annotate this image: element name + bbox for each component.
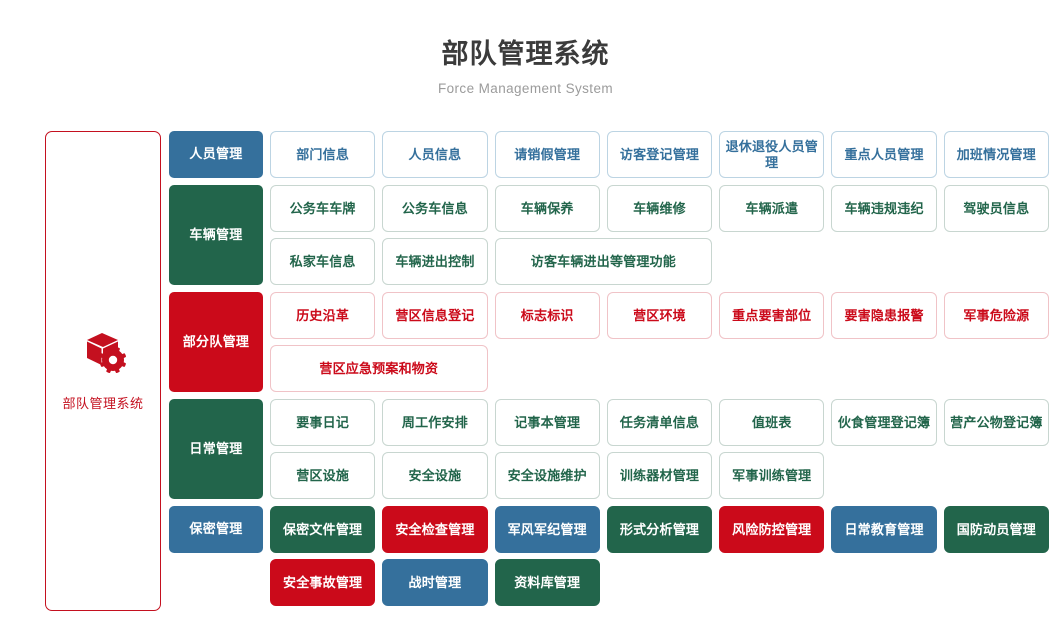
module-button[interactable]: 任务清单信息 [606,399,713,446]
module-button[interactable]: 安全设施 [382,452,488,499]
section-rows: 要事日记周工作安排记事本管理任务清单信息值班表伙食管理登记簿营产公物登记簿营区设… [270,399,1049,499]
box-gear-icon [78,330,128,381]
module-button[interactable]: 资料库管理 [494,559,600,606]
sidebar[interactable]: 部队管理系统 [45,131,161,611]
module-row: 营区设施安全设施安全设施维护训练器材管理军事训练管理 [270,452,1049,499]
module-button[interactable]: 记事本管理 [494,399,600,446]
category-button[interactable]: 保密管理 [169,506,263,553]
category-button[interactable]: 部分队管理 [169,292,263,392]
module-button[interactable]: 形式分析管理 [606,506,713,553]
module-button[interactable]: 安全设施维护 [494,452,600,499]
module-button[interactable]: 营区信息登记 [382,292,488,339]
module-button[interactable]: 车辆维修 [606,185,713,232]
module-button[interactable]: 军事危险源 [943,292,1049,339]
module-button[interactable]: 营区设施 [270,452,376,499]
module-button[interactable]: 公务车车牌 [270,185,376,232]
module-section: 车辆管理公务车车牌公务车信息车辆保养车辆维修车辆派遣车辆违规违纪驾驶员信息私家车… [169,185,1049,285]
page-title: 部队管理系统 [441,39,610,69]
module-button[interactable]: 重点要害部位 [719,292,825,339]
module-button[interactable]: 重点人员管理 [831,131,937,178]
section-rows: 公务车车牌公务车信息车辆保养车辆维修车辆派遣车辆违规违纪驾驶员信息私家车信息车辆… [270,185,1049,285]
sidebar-label: 部队管理系统 [62,396,144,411]
module-button[interactable]: 历史沿革 [270,292,376,339]
module-button[interactable]: 人员信息 [382,131,488,178]
module-button[interactable]: 访客车辆进出等管理功能 [494,238,713,285]
module-row: 要事日记周工作安排记事本管理任务清单信息值班表伙食管理登记簿营产公物登记簿 [270,399,1049,446]
module-button[interactable]: 战时管理 [382,559,488,606]
module-row: 公务车车牌公务车信息车辆保养车辆维修车辆派遣车辆违规违纪驾驶员信息 [270,185,1049,232]
module-button[interactable]: 要事日记 [270,399,376,446]
module-button[interactable]: 军风军纪管理 [494,506,600,553]
module-grid: 人员管理部门信息人员信息请销假管理访客登记管理退休退役人员管理重点人员管理加班情… [169,131,1049,613]
module-button[interactable]: 请销假管理 [494,131,600,178]
module-section: 部分队管理历史沿革营区信息登记标志标识营区环境重点要害部位要害隐患报警军事危险源… [169,292,1049,392]
module-row: 部门信息人员信息请销假管理访客登记管理退休退役人员管理重点人员管理加班情况管理 [270,131,1049,178]
module-button[interactable]: 国防动员管理 [943,506,1049,553]
category-button[interactable]: 人员管理 [169,131,263,178]
page-subtitle: Force Management System [437,80,614,96]
module-section: 日常管理要事日记周工作安排记事本管理任务清单信息值班表伙食管理登记簿营产公物登记… [169,399,1049,499]
page-header: 部队管理系统 Force Management System [0,0,1051,96]
module-button[interactable]: 退休退役人员管理 [719,131,825,178]
module-button[interactable]: 要害隐患报警 [831,292,937,339]
body-area: 部队管理系统 人员管理部门信息人员信息请销假管理访客登记管理退休退役人员管理重点… [45,131,1051,613]
module-button[interactable]: 值班表 [719,399,825,446]
module-button[interactable]: 车辆违规违纪 [831,185,937,232]
module-button[interactable]: 周工作安排 [382,399,488,446]
module-button[interactable]: 营区应急预案和物资 [270,345,488,392]
section-rows: 历史沿革营区信息登记标志标识营区环境重点要害部位要害隐患报警军事危险源营区应急预… [270,292,1049,392]
module-button[interactable]: 标志标识 [494,292,600,339]
section-rows: 保密文件管理安全检查管理军风军纪管理形式分析管理风险防控管理日常教育管理国防动员… [270,506,1049,606]
module-button[interactable]: 伙食管理登记簿 [831,399,937,446]
section-rows: 部门信息人员信息请销假管理访客登记管理退休退役人员管理重点人员管理加班情况管理 [270,131,1049,178]
module-button[interactable]: 风险防控管理 [719,506,825,553]
module-button[interactable]: 安全检查管理 [382,506,488,553]
category-button[interactable]: 日常管理 [169,399,263,499]
module-button[interactable]: 营产公物登记簿 [943,399,1049,446]
module-button[interactable]: 驾驶员信息 [943,185,1049,232]
module-button[interactable]: 训练器材管理 [606,452,713,499]
module-button[interactable]: 车辆保养 [494,185,600,232]
module-button[interactable]: 车辆进出控制 [382,238,488,285]
module-row: 历史沿革营区信息登记标志标识营区环境重点要害部位要害隐患报警军事危险源 [270,292,1049,339]
module-row: 保密文件管理安全检查管理军风军纪管理形式分析管理风险防控管理日常教育管理国防动员… [270,506,1049,553]
module-section: 保密管理保密文件管理安全检查管理军风军纪管理形式分析管理风险防控管理日常教育管理… [169,506,1049,606]
module-row: 私家车信息车辆进出控制访客车辆进出等管理功能 [270,238,1049,285]
module-button[interactable]: 加班情况管理 [943,131,1049,178]
module-button[interactable]: 军事训练管理 [719,452,825,499]
module-button[interactable]: 车辆派遣 [719,185,825,232]
module-section: 人员管理部门信息人员信息请销假管理访客登记管理退休退役人员管理重点人员管理加班情… [169,131,1049,178]
module-button[interactable]: 私家车信息 [270,238,376,285]
module-row: 安全事故管理战时管理资料库管理 [270,559,1049,606]
module-button[interactable]: 安全事故管理 [270,559,376,606]
module-button[interactable]: 公务车信息 [382,185,488,232]
module-button[interactable]: 保密文件管理 [270,506,376,553]
module-button[interactable]: 部门信息 [270,131,376,178]
category-button[interactable]: 车辆管理 [169,185,263,285]
module-button[interactable]: 访客登记管理 [606,131,713,178]
module-button[interactable]: 日常教育管理 [831,506,937,553]
module-button[interactable]: 营区环境 [606,292,713,339]
module-row: 营区应急预案和物资 [270,345,1049,392]
